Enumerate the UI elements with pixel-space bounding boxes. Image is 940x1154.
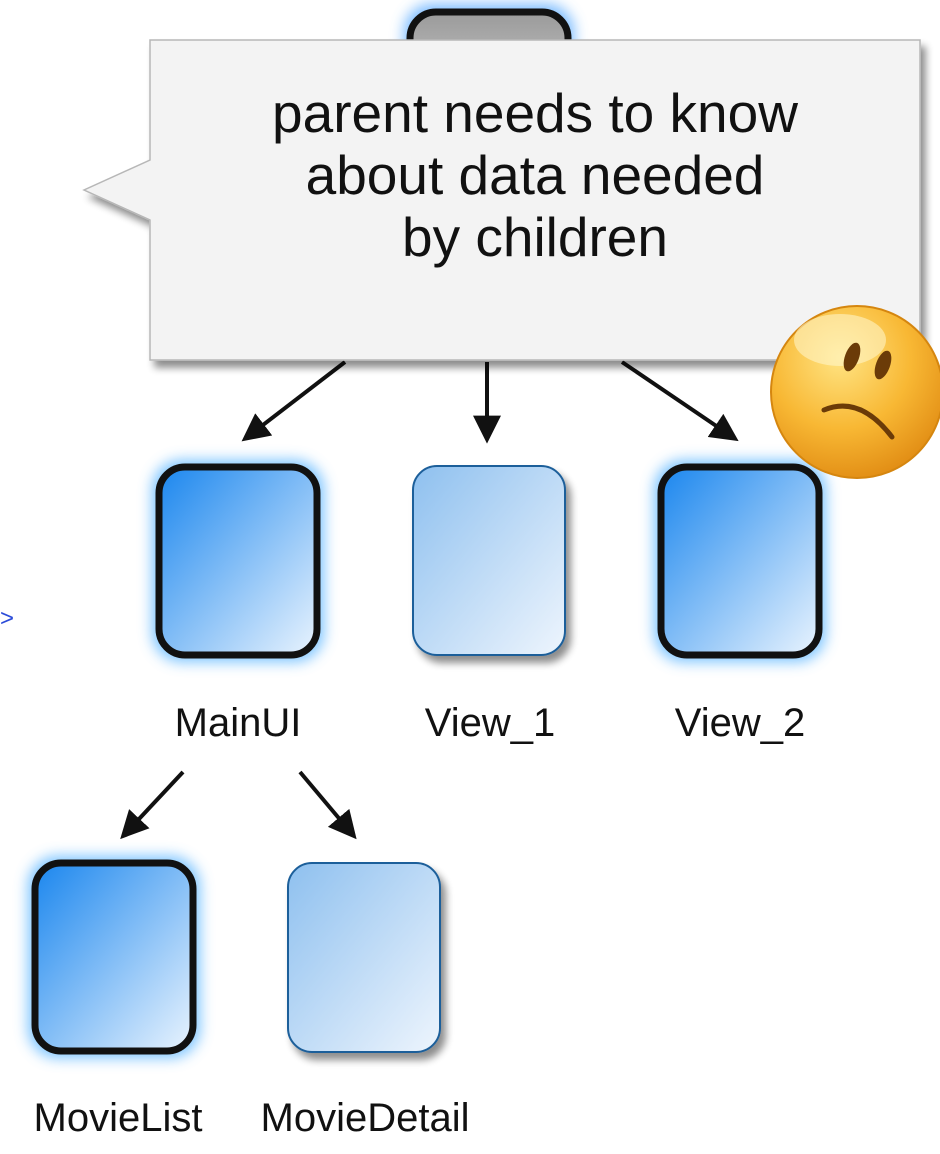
node-movielist: [28, 856, 200, 1058]
label-view-2: View_2: [674, 701, 806, 745]
callout-line-2: about data needed: [305, 144, 765, 206]
node-mainui: [152, 460, 324, 662]
edge-parent-mainui: [241, 360, 347, 442]
callout-text: parent needs to know about data needed b…: [150, 82, 920, 268]
edge-parent-view2: [620, 360, 739, 442]
node-view-2: [654, 460, 826, 662]
edge-mark: >: [0, 605, 15, 632]
node-moviedetail: [287, 862, 441, 1053]
label-view-1: View_1: [424, 701, 556, 745]
sad-face-icon: [770, 305, 940, 479]
callout-line-1: parent needs to know: [272, 82, 798, 144]
edge-mainui-moviedetail: [298, 770, 357, 840]
label-moviedetail: MovieDetail: [260, 1096, 470, 1140]
callout-line-3: by children: [402, 206, 668, 268]
label-movielist: MovieList: [33, 1096, 203, 1140]
callout-bubble: [82, 39, 921, 361]
edge-mainui-movielist: [120, 770, 185, 840]
label-mainui: MainUI: [174, 701, 302, 745]
node-view-1: [412, 465, 566, 656]
